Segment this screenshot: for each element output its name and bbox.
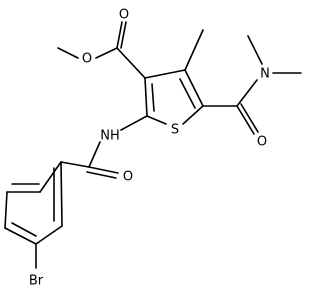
atom-o-benzamide: O (123, 170, 133, 185)
bond-ester-c-to-methoxy-o (95, 47, 118, 59)
bond-ester-c-to-ring-c3 (116, 47, 146, 79)
bond-amide-c-to-o (236, 105, 255, 135)
bond-ester-c-to-carbonyl-o (116, 21, 123, 49)
atom-labels: O O N S NH O O Br (29, 8, 270, 289)
bond-benzamide-c-to-o (88, 166, 119, 174)
molecule-structure-diagram: O O N S NH O O Br (4, 8, 302, 289)
bond-ring-c2-c3-double (151, 83, 155, 112)
bond-methoxy-o-to-methyl (57, 47, 79, 59)
bond-c2-to-nh (120, 115, 148, 131)
bond-ring-c5-s (182, 105, 204, 125)
bond-benzene-5-6 (35, 225, 63, 245)
atom-n-dimethyl: N (260, 67, 270, 82)
bond-c4-methyl (184, 29, 204, 71)
bond-benzene-4-5-double (11, 222, 37, 237)
atom-s-ring: S (171, 123, 179, 138)
bond-nh-to-benzamide-c (88, 141, 101, 168)
bond-ring-s-c2 (146, 115, 167, 125)
bond-benzene-6-1 (60, 161, 63, 227)
bond-benzene-1-2 (39, 161, 62, 193)
bond-amide-c-to-n (236, 79, 258, 107)
bond-n-to-methyl-up (247, 35, 263, 65)
atom-o-methoxy: O (82, 52, 92, 67)
atom-nh-amide: NH (100, 129, 120, 144)
bond-ring-c2-c3 (144, 77, 148, 117)
bond-benzamide-c-to-o-double (86, 171, 117, 179)
bond-ester-c-to-carbonyl-o-double (120, 21, 127, 49)
bond-benzene-4-5 (4, 227, 37, 245)
bond-benzamide-c-to-ring (60, 161, 90, 168)
atom-o-carbonyl-ester: O (119, 8, 129, 23)
bond-ring-c4-c5 (184, 69, 204, 107)
bonds (4, 21, 302, 269)
bond-benzene-3-4 (4, 191, 8, 229)
bond-ring-c4-c5-double (179, 78, 196, 109)
atom-o-amide-dimethyl: O (257, 135, 267, 150)
bond-ring-c3-c4 (144, 69, 186, 79)
atom-br: Br (29, 274, 44, 289)
bond-amide-c-to-o-double (240, 103, 259, 133)
